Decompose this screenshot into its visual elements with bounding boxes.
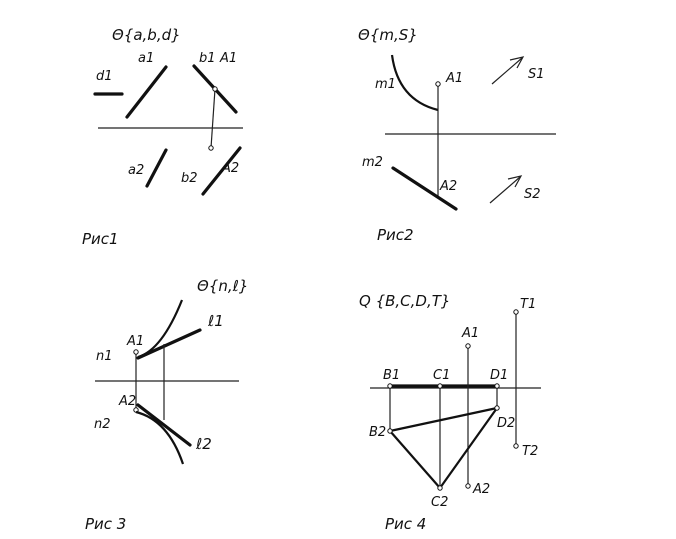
figure-1: Θ{a,b,d} d1 a1 b1 A1 a2 b2 A2 Рис1 [82, 26, 243, 248]
fig3-caption: Рис 3 [85, 515, 126, 533]
fig4-label-B1: B1 [383, 368, 400, 383]
figure-3: Θ{n,ℓ} A1 ℓ1 n1 A2 n2 ℓ2 Рис 3 [85, 277, 248, 533]
fig4-point-C1 [437, 383, 443, 389]
fig4-label-C1: C1 [433, 368, 450, 383]
fig3-label-l2: ℓ2 [195, 435, 212, 453]
fig3-title: Θ{n,ℓ} [197, 277, 248, 295]
fig4-point-T2 [513, 443, 519, 449]
figure-2: Θ{m,S} m1 A1 S1 m2 A2 S2 Рис2 [358, 26, 556, 244]
fig2-label-m2: m2 [362, 155, 383, 170]
fig1-label-b2: b2 [181, 171, 198, 186]
fig4-point-B2 [387, 428, 393, 434]
fig3-label-n2: n2 [94, 417, 111, 432]
fig2-arrow-S2 [489, 176, 521, 204]
fig2-arrowhead-S2 [507, 175, 523, 188]
fig2-line-m2 [391, 166, 458, 211]
fig4-label-D1: D1 [490, 368, 508, 383]
fig2-point-A1 [435, 81, 441, 87]
fig4-point-A2 [465, 483, 471, 489]
fig1-label-A2: A2 [221, 161, 239, 176]
fig1-label-A1: A1 [219, 51, 237, 66]
fig4-label-T2: T2 [522, 444, 538, 459]
fig1-line-a2 [145, 148, 168, 188]
fig3-line-l2 [136, 403, 192, 447]
figure-4: Q {B,C,D,T} A1 T1 B1 C1 D1 B2 D2 T2 C2 A… [359, 292, 541, 533]
fig4-edge-B2D2 [389, 406, 498, 433]
fig2-arrowhead-S1 [509, 56, 525, 69]
fig4-label-D2: D2 [497, 416, 515, 431]
fig1-label-a1: a1 [138, 51, 154, 66]
fig3-point-A1 [133, 349, 139, 355]
fig1-point-A1 [212, 86, 218, 92]
fig4-label-B2: B2 [369, 425, 386, 440]
fig4-point-C2 [437, 485, 443, 491]
fig1-label-d1: d1 [96, 69, 113, 84]
fig4-point-A1 [465, 343, 471, 349]
fig3-label-l1: ℓ1 [207, 312, 224, 330]
fig4-edge-B2C2 [389, 430, 441, 489]
fig1-line-a1 [125, 65, 168, 119]
fig2-label-S2: S2 [524, 187, 541, 202]
fig4-label-C2: C2 [431, 495, 448, 510]
fig2-title: Θ{m,S} [358, 26, 418, 44]
fig2-label-m1: m1 [375, 77, 396, 92]
fig4-caption: Рис 4 [385, 515, 426, 533]
fig1-link-line [210, 88, 216, 149]
fig1-label-b1: b1 [199, 51, 216, 66]
fig4-point-D2 [494, 405, 500, 411]
fig4-label-T1: T1 [520, 297, 536, 312]
fig1-caption: Рис1 [82, 230, 119, 248]
fig3-label-A1: A1 [126, 334, 144, 349]
fig4-point-D1 [494, 383, 500, 389]
fig3-label-A2: A2 [118, 394, 136, 409]
fig4-label-A1: A1 [461, 326, 479, 341]
fig3-label-n1: n1 [96, 349, 113, 364]
fig2-label-S1: S1 [528, 67, 545, 82]
fig2-arrow-S1 [491, 57, 523, 85]
fig1-line-b2 [201, 146, 242, 196]
fig4-label-A2: A2 [472, 482, 490, 497]
fig3-line-l1 [136, 328, 202, 360]
fig4-edge-C2D2 [439, 407, 498, 489]
fig2-label-A1: A1 [445, 71, 463, 86]
fig1-title: Θ{a,b,d} [112, 26, 181, 44]
fig4-point-T1 [513, 309, 519, 315]
fig2-caption: Рис2 [377, 226, 414, 244]
fig1-point-A2-top [208, 145, 214, 151]
fig4-title: Q {B,C,D,T} [359, 292, 450, 310]
fig2-curve-m1 [390, 54, 439, 112]
fig2-label-A2: A2 [439, 179, 457, 194]
fig3-curve-n2 [135, 410, 185, 465]
fig1-label-a2: a2 [128, 163, 144, 178]
fig4-point-B1 [387, 383, 393, 389]
